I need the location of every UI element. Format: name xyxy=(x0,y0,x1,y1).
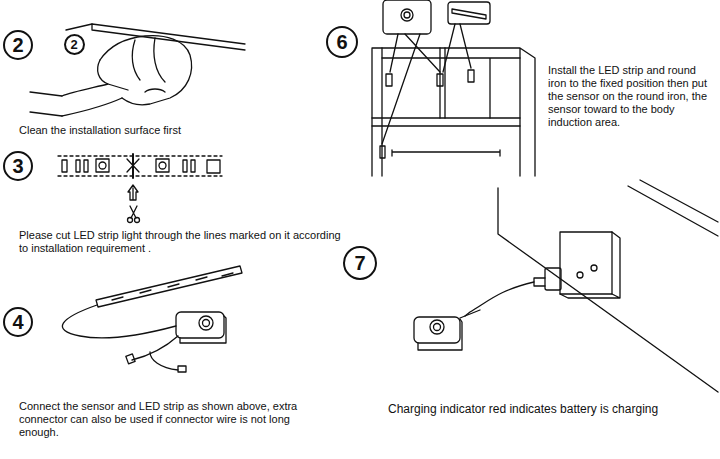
step-number-text: 2 xyxy=(12,35,23,55)
instruction-text: Install the LED strip and round iron to … xyxy=(548,64,716,129)
led-strip-cut xyxy=(58,154,222,223)
instruction-text: Charging indicator red indicates battery… xyxy=(388,402,708,416)
step-number-text: 4 xyxy=(12,312,23,332)
step-number-text: 2 xyxy=(70,38,77,51)
sensor-and-strip xyxy=(62,266,242,372)
instruction-text: Clean the installation surface first xyxy=(19,124,279,137)
step-number-text: 3 xyxy=(12,156,23,176)
step-number-text: 6 xyxy=(336,32,347,52)
step-number: 2 xyxy=(3,30,33,60)
instruction-text: Please cut LED strip light through the l… xyxy=(19,229,349,255)
step-number: 7 xyxy=(343,246,377,280)
step-number: 2 xyxy=(64,34,85,55)
cabinet xyxy=(372,0,535,176)
step-number: 3 xyxy=(3,151,33,181)
step-number: 4 xyxy=(3,307,33,337)
hand-cleaning xyxy=(30,24,245,116)
step-number: 6 xyxy=(326,26,358,58)
step-number-text: 7 xyxy=(354,253,365,273)
instruction-text: Connect the sensor and LED strip as show… xyxy=(19,400,319,439)
charging-setup xyxy=(414,180,718,392)
